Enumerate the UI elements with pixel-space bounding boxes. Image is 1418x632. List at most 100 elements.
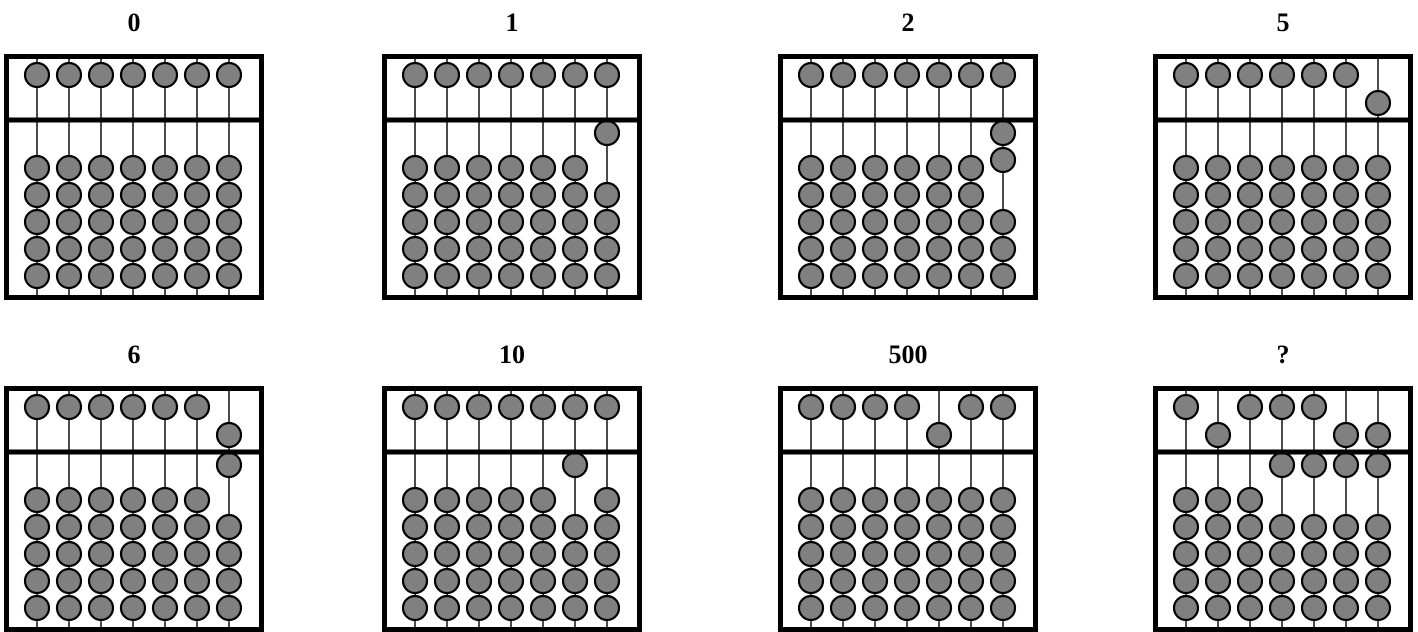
lower-bead [831,542,855,566]
upper-bead [595,395,619,419]
lower-bead [799,183,823,207]
lower-bead [467,596,491,620]
lower-bead [1174,515,1198,539]
lower-bead [89,542,113,566]
lower-bead [121,596,145,620]
upper-bead [467,63,491,87]
panel-label-7: ? [1153,340,1413,370]
lower-bead [217,183,241,207]
lower-bead [595,569,619,593]
lower-bead [89,183,113,207]
lower-bead [799,264,823,288]
lower-bead [499,515,523,539]
lower-bead [1270,569,1294,593]
upper-bead [1238,63,1262,87]
lower-bead [403,183,427,207]
lower-bead [959,569,983,593]
lower-bead [89,237,113,261]
lower-bead [121,569,145,593]
lower-bead [57,264,81,288]
lower-bead [563,210,587,234]
panel-label-3: 5 [1153,8,1413,38]
lower-bead [799,488,823,512]
lower-bead [89,569,113,593]
upper-bead [1174,63,1198,87]
lower-bead [1238,488,1262,512]
lower-bead [153,237,177,261]
lower-bead [927,264,951,288]
upper-bead [89,63,113,87]
lower-bead [1270,264,1294,288]
lower-bead [499,210,523,234]
lower-bead [1270,210,1294,234]
upper-bead [831,395,855,419]
lower-bead [595,264,619,288]
lower-bead [1206,542,1230,566]
lower-bead [1334,264,1358,288]
lower-bead [1206,210,1230,234]
upper-bead [499,63,523,87]
lower-bead [563,264,587,288]
upper-bead [863,395,887,419]
lower-bead [799,210,823,234]
lower-bead [1270,515,1294,539]
upper-bead [467,395,491,419]
upper-bead [1270,63,1294,87]
lower-bead [185,237,209,261]
lower-bead [1238,569,1262,593]
upper-bead [863,63,887,87]
lower-bead [991,596,1015,620]
lower-bead [1302,515,1326,539]
lower-bead [563,237,587,261]
lower-bead [1238,210,1262,234]
lower-bead [1366,237,1390,261]
lower-bead [25,156,49,180]
lower-bead [799,596,823,620]
upper-bead [185,63,209,87]
lower-bead [1270,183,1294,207]
upper-bead [403,63,427,87]
upper-bead [25,395,49,419]
lower-bead-raised [217,453,241,477]
lower-bead [831,156,855,180]
upper-bead [959,63,983,87]
upper-bead [831,63,855,87]
upper-bead [435,63,459,87]
lower-bead [927,569,951,593]
lower-bead [863,488,887,512]
lower-bead [89,156,113,180]
lower-bead [959,488,983,512]
upper-bead [185,395,209,419]
lower-bead [435,488,459,512]
upper-bead [1302,395,1326,419]
lower-bead [1174,488,1198,512]
lower-bead [89,515,113,539]
lower-bead [595,210,619,234]
lower-bead [531,264,555,288]
upper-bead [57,63,81,87]
upper-bead [1270,395,1294,419]
abacus-panel-4 [4,386,264,632]
lower-bead [217,156,241,180]
lower-bead [499,488,523,512]
lower-bead [927,515,951,539]
lower-bead [959,515,983,539]
panel-label-6: 500 [778,340,1038,370]
lower-bead [1270,542,1294,566]
lower-bead [831,596,855,620]
lower-bead [531,596,555,620]
panel-label-1: 1 [382,8,642,38]
lower-bead [1174,237,1198,261]
lower-bead [927,542,951,566]
lower-bead [25,488,49,512]
lower-bead [595,488,619,512]
lower-bead [531,542,555,566]
lower-bead [403,542,427,566]
upper-bead [435,395,459,419]
lower-bead [863,515,887,539]
lower-bead [563,596,587,620]
abacus-panel-6 [778,386,1038,632]
upper-bead [563,395,587,419]
lower-bead [1366,569,1390,593]
lower-bead [153,210,177,234]
